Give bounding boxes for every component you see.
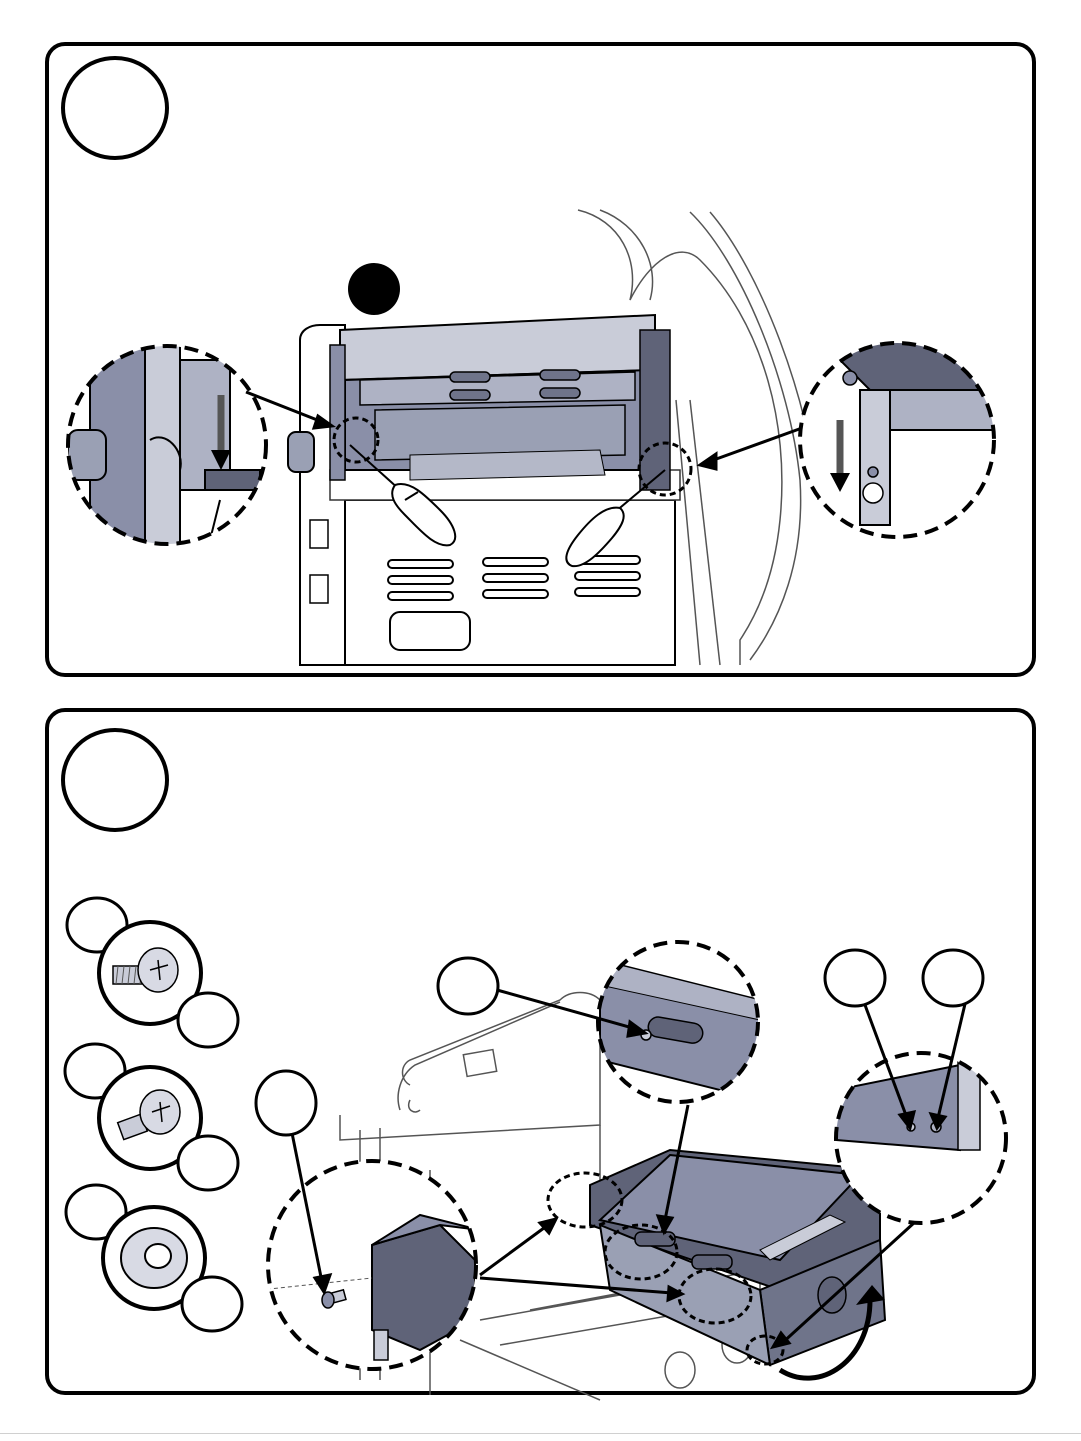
hardware-item-1: [67, 898, 238, 1047]
hardware-item-3: [66, 1185, 242, 1331]
washer-icon: [121, 1228, 187, 1288]
left-zoom-bracket: [260, 1160, 490, 1380]
side-burner-box: [590, 1150, 885, 1365]
footer-rule: [0, 1433, 1081, 1434]
hardware-item-2: [65, 1044, 238, 1190]
step-number-circle-bottom: [63, 730, 167, 830]
